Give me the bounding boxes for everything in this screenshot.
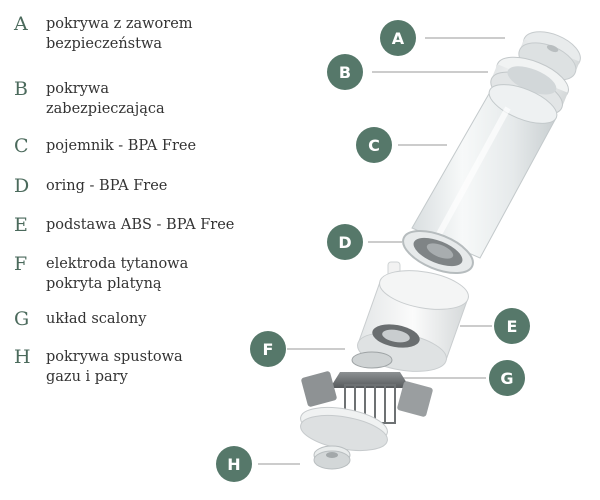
legend-item-e: E podstawa ABS - BPA Free: [14, 215, 276, 235]
legend-letter: C: [14, 135, 29, 157]
callout-a: A: [380, 20, 416, 56]
legend-label: oring - BPA Free: [46, 178, 168, 194]
legend-label: pokrywa spustowa gazu i pary: [46, 349, 183, 385]
leader-lines: [258, 37, 505, 465]
legend-letter: G: [14, 308, 30, 330]
legend-letter: B: [14, 78, 28, 100]
legend-letter: H: [14, 346, 31, 368]
callout-letter: C: [368, 136, 380, 155]
part-container: [411, 84, 558, 259]
callout-f: F: [250, 331, 286, 367]
legend: A pokrywa z zaworem bezpieczeństwa B pok…: [0, 0, 290, 500]
legend-letter: A: [14, 13, 28, 35]
part-vent-cover: [300, 406, 388, 470]
legend-item-h: H pokrywa spustowa gazu i pary: [14, 347, 276, 387]
callout-d: D: [327, 224, 363, 260]
callout-letter: A: [392, 29, 405, 48]
callout-letter: H: [227, 455, 240, 474]
legend-label: układ scalony: [46, 311, 147, 327]
legend-letter: D: [14, 175, 30, 197]
callout-h: H: [216, 446, 252, 482]
legend-letter: E: [14, 214, 28, 236]
legend-letter: F: [14, 253, 28, 275]
legend-label: elektroda tytanowa pokryta platyną: [46, 256, 189, 292]
legend-item-d: D oring - BPA Free: [14, 176, 276, 196]
callout-letter: D: [338, 233, 351, 252]
legend-label: pokrywa zabezpieczająca: [46, 81, 165, 117]
callout-c: C: [356, 127, 392, 163]
bottle-exploded-illustration: [300, 31, 581, 470]
part-electrode-and-circuit: [301, 351, 433, 424]
legend-label: pokrywa z zaworem bezpieczeństwa: [46, 16, 193, 52]
legend-label: podstawa ABS - BPA Free: [46, 217, 235, 233]
callout-letter: F: [263, 340, 274, 359]
legend-item-a: A pokrywa z zaworem bezpieczeństwa: [14, 14, 276, 54]
legend-item-g: G układ scalony: [14, 309, 276, 329]
callouts: A B C D E F G H: [216, 20, 530, 482]
callout-g: G: [489, 360, 525, 396]
callout-letter: B: [339, 63, 351, 82]
part-base: [357, 261, 469, 372]
legend-item-b: B pokrywa zabezpieczająca: [14, 79, 276, 119]
callout-letter: E: [507, 317, 518, 336]
part-o-ring: [402, 230, 474, 274]
callout-b: B: [327, 54, 363, 90]
legend-item-f: F elektroda tytanowa pokryta platyną: [14, 254, 276, 294]
legend-label: pojemnik - BPA Free: [46, 138, 197, 154]
callout-letter: G: [500, 369, 513, 388]
callout-e: E: [494, 308, 530, 344]
legend-item-c: C pojemnik - BPA Free: [14, 136, 276, 156]
